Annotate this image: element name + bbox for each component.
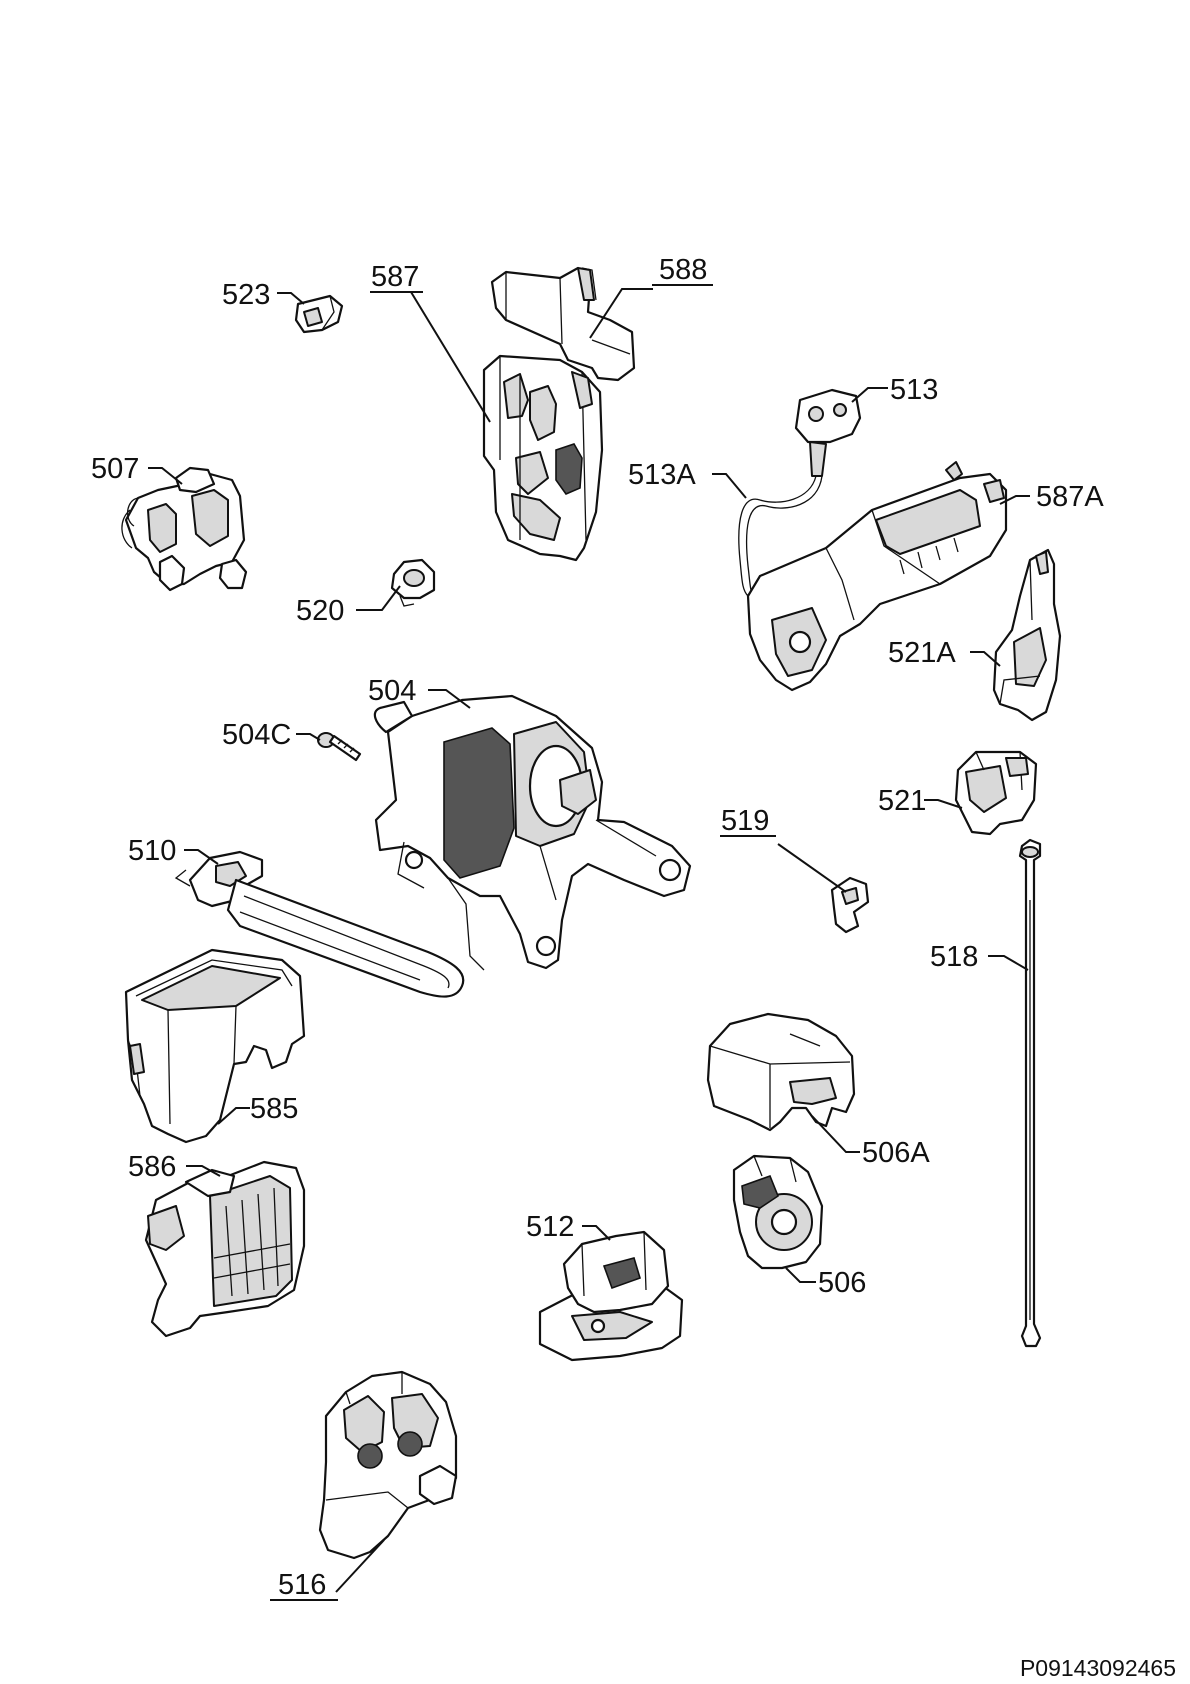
label-518: 518 [930, 941, 978, 973]
drawing-code: P09143092465 [1019, 1655, 1176, 1681]
part-507-inlet-valve [121, 466, 248, 592]
part-518-rod [1018, 838, 1042, 1348]
part-512-pump-base [538, 1230, 684, 1362]
label-521A: 521A [888, 637, 956, 669]
label-504: 504 [368, 675, 416, 707]
label-588: 588 [659, 254, 707, 286]
part-506A-cover [706, 1012, 856, 1132]
leader-520 [356, 585, 401, 611]
leader-504C [296, 733, 321, 741]
label-587: 587 [371, 261, 419, 293]
label-512: 512 [526, 1211, 574, 1243]
leader-521 [924, 799, 963, 809]
part-513-sensor [794, 388, 862, 477]
label-506A: 506A [862, 1137, 930, 1169]
leader-586 [186, 1165, 221, 1177]
label-587A: 587A [1036, 481, 1104, 513]
label-585: 585 [250, 1093, 298, 1125]
leader-521A [970, 651, 1001, 667]
leader-512 [582, 1225, 611, 1241]
leader-513 [851, 387, 888, 403]
part-587A-display-board [746, 461, 1008, 692]
label-516: 516 [278, 1569, 326, 1601]
leader-513A [712, 473, 747, 499]
leader-585 [217, 1107, 250, 1125]
label-523: 523 [222, 279, 270, 311]
leader-587 [410, 291, 491, 423]
part-521A-bracket [992, 548, 1062, 722]
leader-516 [335, 1539, 385, 1593]
label-586: 586 [128, 1151, 176, 1183]
part-520-clamp [390, 558, 436, 607]
part-521-door-lock [954, 750, 1038, 836]
part-523-clip [294, 294, 344, 334]
part-588-cover [490, 266, 636, 382]
leader-523 [277, 292, 305, 305]
part-504-motor [373, 694, 692, 971]
label-506: 506 [818, 1267, 866, 1299]
leader-587A [999, 495, 1030, 505]
part-519-connector [830, 876, 870, 934]
leader-507 [148, 467, 183, 485]
part-586-filter-assembly [144, 1160, 306, 1338]
part-506-drain-pump [732, 1154, 824, 1270]
part-510-heater [174, 850, 465, 998]
label-521: 521 [878, 785, 926, 817]
leader-506A [811, 1115, 860, 1153]
leader-504 [428, 689, 471, 709]
part-516-valve [318, 1370, 458, 1560]
label-520: 520 [296, 595, 344, 627]
part-587-control-board [482, 354, 604, 562]
leader-519 [777, 843, 847, 893]
leader-510 [184, 849, 219, 865]
label-513: 513 [890, 374, 938, 406]
label-519: 519 [721, 805, 769, 837]
leader-506 [785, 1267, 816, 1283]
label-510: 510 [128, 835, 176, 867]
part-504C-bolt [317, 732, 362, 762]
leader-588 [589, 288, 653, 339]
label-513A: 513A [628, 459, 696, 491]
part-585-housing [124, 948, 306, 1144]
label-507: 507 [91, 453, 139, 485]
leader-518 [988, 955, 1029, 971]
label-504C: 504C [222, 719, 291, 751]
part-513A-wire [738, 475, 823, 599]
